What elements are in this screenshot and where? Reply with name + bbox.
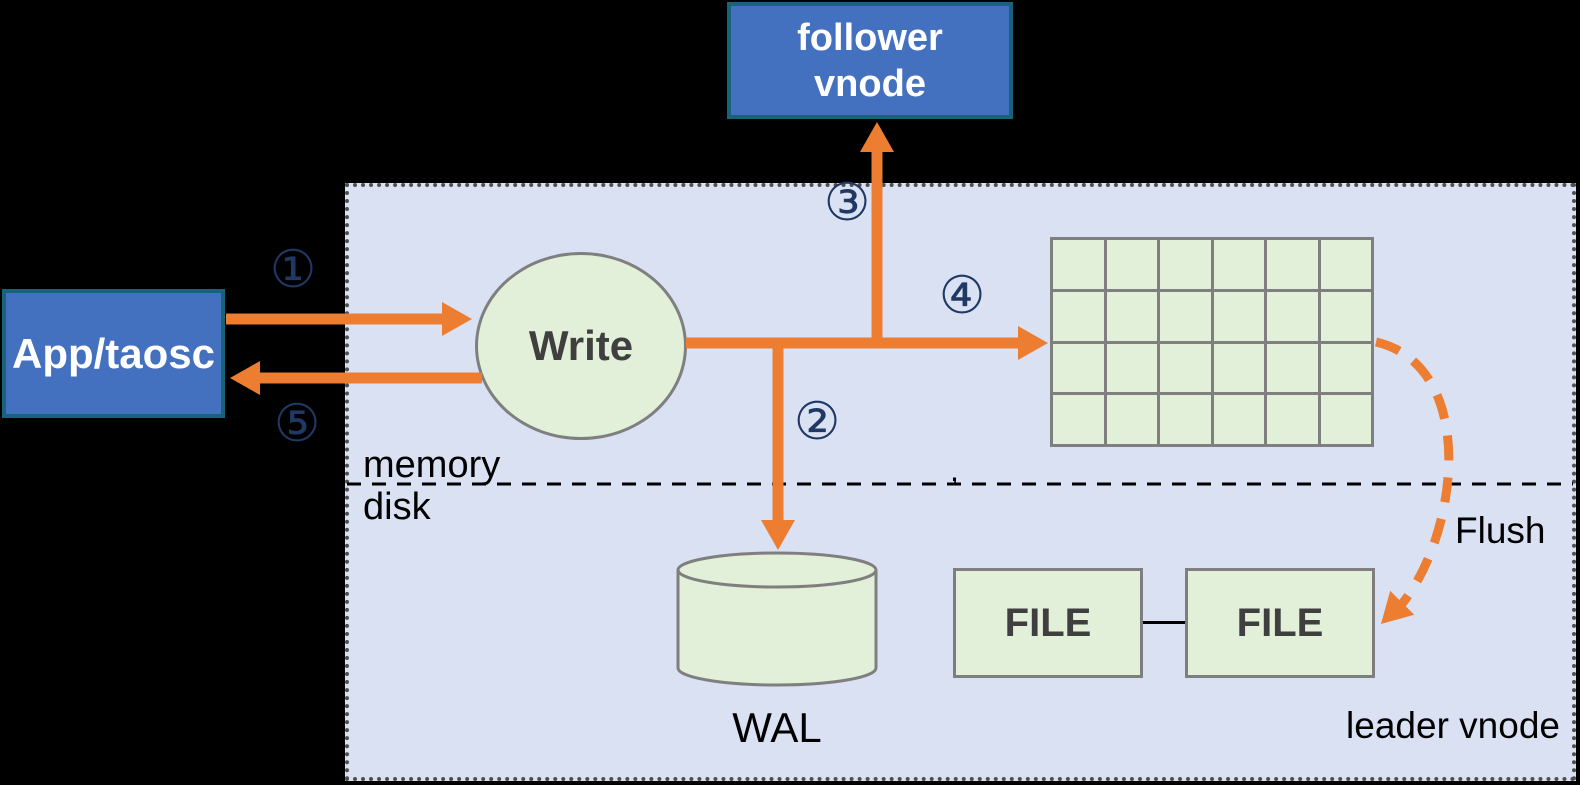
memtable-cell [1213,240,1264,289]
follower-vnode-label-line1: follower [797,16,943,59]
memtable-cell [1320,240,1371,289]
memtable-cell [1106,395,1157,444]
write-circle: Write [475,252,687,440]
memtable-cell [1053,395,1104,444]
memtable-cell [1320,395,1371,444]
memtable-grid [1050,237,1374,447]
file-right-label: FILE [1236,600,1324,645]
wal-label: WAL [732,704,822,751]
file-box-left: FILE [953,568,1143,678]
memory-label: memory [363,444,501,486]
wal-cylinder-icon [676,551,878,687]
step-number-5: ⑤ [273,395,321,453]
memtable-cell [1106,343,1157,393]
step-number-3: ③ [823,174,871,232]
memtable-cell [1267,395,1318,444]
step-number-1: ① [269,241,317,299]
memtable-cell [1320,343,1371,393]
memtable-cell [1320,291,1371,341]
memtable-cell [1213,343,1264,393]
file-connector-line [1143,621,1185,624]
disk-label: disk [363,486,431,528]
divider-comma-mark: , [950,452,959,488]
file-left-label: FILE [1004,600,1092,645]
app-taosc-label: App/taosc [11,329,216,377]
app-taosc-box: App/taosc [2,289,225,418]
memtable-cell [1267,291,1318,341]
memtable-cell [1160,291,1211,341]
memtable-cell [1053,291,1104,341]
memtable-cell [1053,343,1104,393]
memtable-cell [1213,291,1264,341]
memtable-cell [1160,240,1211,289]
file-box-right: FILE [1185,568,1375,678]
write-label: Write [528,322,634,369]
memtable-cell [1160,395,1211,444]
memtable-cell [1267,240,1318,289]
step-number-2: ② [793,393,841,451]
memtable-cell [1213,395,1264,444]
follower-vnode-label-line2: vnode [814,62,926,105]
follower-vnode-box: follower vnode [727,2,1013,119]
leader-vnode-label: leader vnode [1346,705,1560,746]
memtable-cell [1160,343,1211,393]
memtable-cell [1267,343,1318,393]
memtable-cell [1053,240,1104,289]
memtable-cell [1106,291,1157,341]
step-number-4: ④ [938,267,986,325]
memtable-cell [1106,240,1157,289]
flush-label: Flush [1455,510,1546,551]
